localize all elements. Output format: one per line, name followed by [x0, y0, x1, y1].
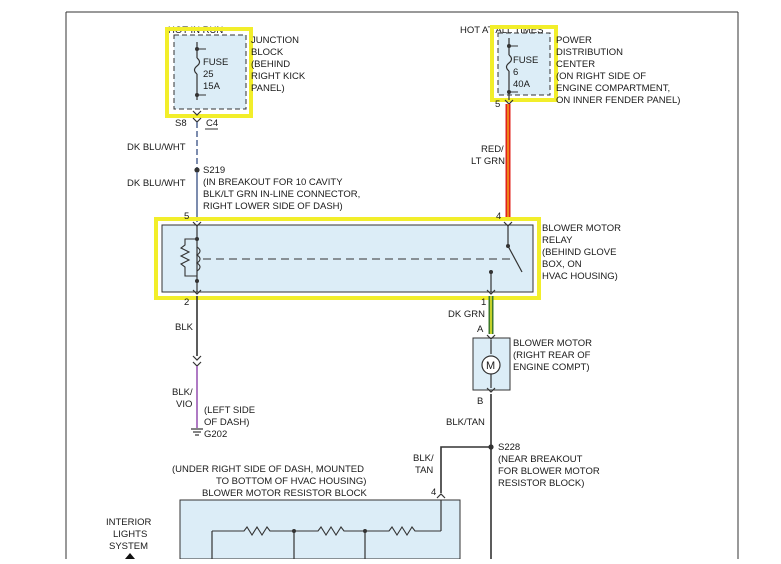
- resistor-pin-4: 4: [431, 487, 436, 498]
- relay-title-1: RELAY: [542, 235, 573, 246]
- pdc-header: HOT AT ALL TIMES: [460, 25, 543, 36]
- wire-label-red-lt-grn-1: LT GRN: [471, 156, 505, 167]
- pdc-title-1: DISTRIBUTION: [556, 47, 623, 58]
- motor-title-2: ENGINE COMPT): [513, 362, 590, 373]
- splice-s219-note-1: BLK/LT GRN IN-LINE CONNECTOR,: [203, 189, 360, 200]
- splice-s228-label: S228: [498, 442, 520, 453]
- pdc-pin: 5: [495, 99, 500, 110]
- ground-label: G202: [204, 429, 227, 440]
- pdc-highlight: [490, 25, 558, 102]
- interior-lights-1: LIGHTS: [113, 529, 147, 540]
- chevron-down-icon: [192, 355, 202, 361]
- ground-note-0: (LEFT SIDE: [204, 405, 255, 416]
- wire-label-blk-vio-0: BLK/: [172, 387, 193, 398]
- wire-blk-tan-branch: [440, 446, 491, 493]
- relay-pin-2: 2: [184, 297, 189, 308]
- ground-note-1: OF DASH): [204, 417, 249, 428]
- relay-highlight: [154, 217, 541, 300]
- junction-block-title-2: (BEHIND: [251, 59, 290, 70]
- fuse-icon-pdc: [505, 54, 513, 72]
- wire-label-blk-tan-2-1: TAN: [415, 465, 433, 476]
- interior-lights-2: SYSTEM: [109, 541, 148, 552]
- wire-label-red-lt-grn-0: RED/: [481, 144, 504, 155]
- relay-title-4: HVAC HOUSING): [542, 271, 618, 282]
- interior-lights-0: INTERIOR: [106, 517, 152, 528]
- junction-block-title-0: JUNCTION: [251, 35, 299, 46]
- chevron-down-icon: [192, 289, 202, 295]
- junction-fuse-label-2: 15A: [203, 81, 221, 92]
- motor-pin-b: B: [477, 396, 483, 407]
- wire-label-blk-tan-2-0: BLK/: [413, 453, 434, 464]
- wire-label-dk-grn: DK GRN: [448, 309, 485, 320]
- pdc-title-0: POWER: [556, 35, 592, 46]
- relay-coil-bracket: [179, 238, 197, 277]
- resistor-note-0: (UNDER RIGHT SIDE OF DASH, MOUNTED: [172, 464, 364, 475]
- chevron-down-icon: [192, 361, 202, 367]
- splice-s219-note-2: RIGHT LOWER SIDE OF DASH): [203, 201, 343, 212]
- wire-label-dk-blu-wht-2: DK BLU/WHT: [127, 178, 186, 189]
- junction-pin-left: S8: [175, 118, 187, 129]
- wire-label-blk-vio-1: VIO: [176, 399, 192, 410]
- pdc-fuse-label-0: FUSE: [513, 55, 538, 66]
- pdc-body: [497, 32, 551, 96]
- resistor-note-1: TO BOTTOM OF HVAC HOUSING): [216, 476, 366, 487]
- pdc-fuse-label-2: 40A: [513, 79, 531, 90]
- motor-pin-a: A: [477, 324, 484, 335]
- junction-block-body: [173, 34, 247, 110]
- motor-title-0: BLOWER MOTOR: [513, 338, 592, 349]
- pdc-title-4: ENGINE COMPARTMENT,: [556, 83, 670, 94]
- junction-block-title-3: RIGHT KICK: [251, 71, 306, 82]
- pdc-title-3: (ON RIGHT SIDE OF: [556, 71, 646, 82]
- fuse-icon-junction: [193, 57, 201, 75]
- junction-block-title-1: BLOCK: [251, 47, 284, 58]
- relay-coil-hump: [196, 246, 201, 272]
- pdc-fuse-label-1: 6: [513, 67, 518, 78]
- wire-label-blk-tan-1: BLK/TAN: [446, 417, 485, 428]
- motor-symbol: M: [486, 360, 495, 372]
- junction-pin-right: C4: [206, 118, 218, 129]
- relay-title-2: (BEHIND GLOVE: [542, 247, 616, 258]
- splice-s228-note-2: RESISTOR BLOCK): [498, 478, 584, 489]
- junction-block-highlight: [165, 27, 253, 118]
- resistor-block-body: [179, 499, 461, 560]
- wire-label-dk-blu-wht-1: DK BLU/WHT: [127, 142, 186, 153]
- splice-s219-label: S219: [203, 165, 225, 176]
- motor-title-1: (RIGHT REAR OF: [513, 350, 591, 361]
- junction-fuse-label-1: 25: [203, 69, 214, 80]
- relay-switch-dot-bottom: [489, 270, 493, 274]
- relay-title-3: BOX, ON: [542, 259, 582, 270]
- relay-coil-dot-bottom: [195, 279, 199, 283]
- splice-s219-note-0: (IN BREAKOUT FOR 10 CAVITY: [203, 177, 343, 188]
- junction-fuse-label-0: FUSE: [203, 57, 228, 68]
- pdc-title-5: ON INNER FENDER PANEL): [556, 95, 680, 106]
- chevron-down-icon: [486, 387, 496, 393]
- chevron-down-icon: [192, 117, 202, 123]
- relay-title-0: BLOWER MOTOR: [542, 223, 621, 234]
- chevron-down-icon: [192, 110, 202, 116]
- relay-pin-4: 4: [496, 211, 501, 222]
- chevron-down-icon: [486, 289, 496, 295]
- pdc-title-2: CENTER: [556, 59, 595, 70]
- resistor-chain: [212, 525, 441, 537]
- junction-block-title-4: PANEL): [251, 83, 285, 94]
- arrow-up-icon: [125, 553, 135, 559]
- chevron-down-icon: [486, 334, 496, 340]
- relay-pin-5: 5: [184, 211, 189, 222]
- resistor-title: BLOWER MOTOR RESISTOR BLOCK: [202, 488, 368, 499]
- relay-switch-contact: [507, 245, 523, 273]
- splice-dot-s219: [194, 167, 200, 173]
- splice-s228-note-1: FOR BLOWER MOTOR: [498, 466, 600, 477]
- splice-s228-note-0: (NEAR BREAKOUT: [498, 454, 583, 465]
- relay-pin-1: 1: [481, 297, 486, 308]
- wire-label-blk: BLK: [175, 322, 194, 333]
- chevron-up-icon: [436, 493, 446, 499]
